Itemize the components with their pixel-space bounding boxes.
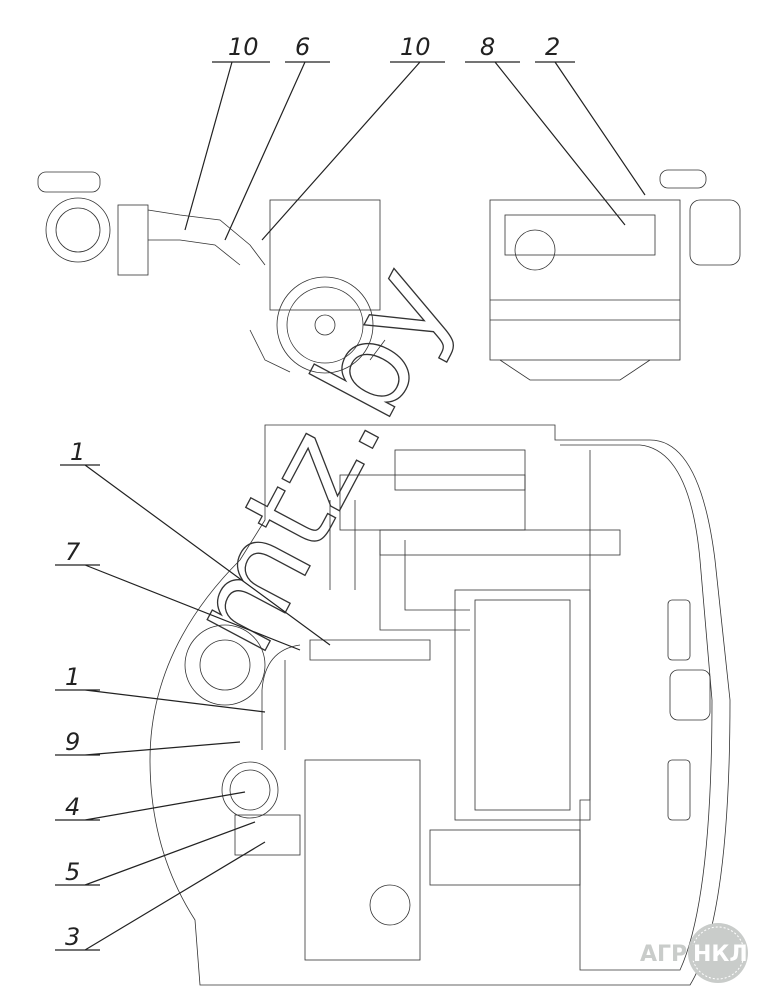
plan-view-engine-compartment — [149, 424, 731, 986]
callout-leaders — [55, 61, 646, 951]
front-view-engine — [37, 171, 386, 374]
callout-6: 6 — [295, 33, 310, 61]
svg-text:НКЛ: НКЛ — [693, 942, 748, 967]
callout-1a: 1 — [70, 438, 85, 466]
callout-7: 7 — [65, 538, 81, 566]
watermark: mtz.by — [163, 244, 479, 673]
agronkl-logo: АГРО НКЛ — [640, 923, 748, 983]
callout-4: 4 — [65, 793, 80, 821]
callout-3: 3 — [65, 923, 80, 951]
side-view-engine — [489, 169, 741, 381]
callout-8: 8 — [480, 33, 495, 61]
callout-10b: 10 — [400, 33, 431, 61]
callout-10a: 10 — [228, 33, 259, 61]
callout-5: 5 — [65, 858, 80, 886]
callout-2: 2 — [545, 33, 560, 61]
callout-9: 9 — [65, 728, 80, 756]
svg-text:АГРО: АГРО — [640, 942, 706, 967]
callout-1b: 1 — [65, 663, 80, 691]
